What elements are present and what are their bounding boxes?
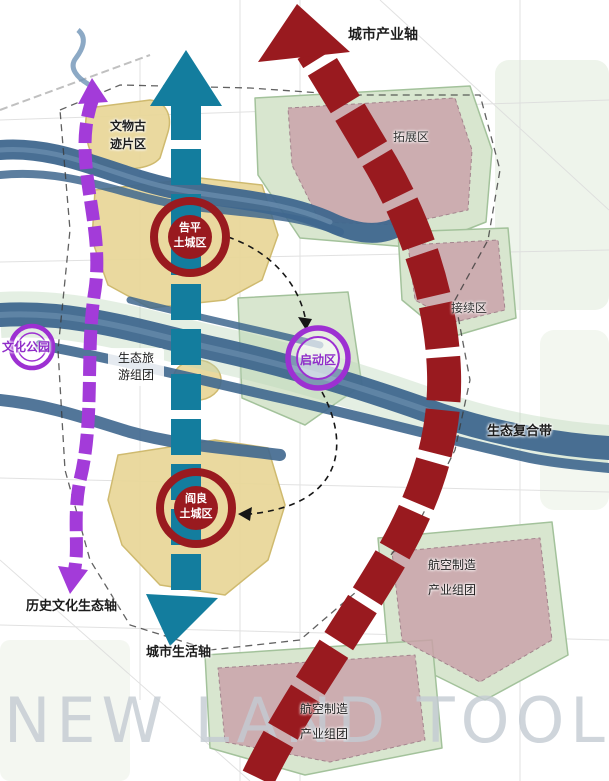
- north-town-node: [150, 197, 230, 277]
- culture-park-label: 文化公园: [2, 340, 51, 354]
- flow-arrows: [227, 236, 338, 515]
- flow-arrowhead-startup: [298, 317, 312, 330]
- heritage-axis-arrowhead-bottom: [58, 566, 88, 594]
- aviation-right-label-line1: 航空制造: [427, 558, 476, 572]
- yellow-zone-relics: [84, 99, 171, 170]
- railway-line: [0, 54, 151, 111]
- relics-area-label-line1: 文物古: [109, 119, 146, 133]
- startup-zone-label: 启动区: [299, 353, 336, 367]
- south-town-label: 阎良 土城区: [164, 492, 228, 522]
- industry-axis-arrowhead: [258, 4, 350, 62]
- heritage-axis-arrowhead-top: [78, 78, 108, 104]
- north-town-label-line1: 告平: [179, 222, 201, 234]
- south-town-node: [156, 468, 236, 548]
- life-axis-label: 城市生活轴: [146, 644, 212, 659]
- life-axis-arrowhead-top: [150, 50, 222, 106]
- north-town-label-line2: 土城区: [173, 237, 207, 249]
- eco-tourism-label-line2: 游组团: [117, 368, 154, 382]
- relics-area-label: 文物古 迹片区: [100, 117, 156, 153]
- aviation-bottom-label-line1: 航空制造: [299, 702, 348, 716]
- north-town-label: 告平 土城区: [158, 221, 222, 251]
- industry-axis-label: 城市产业轴: [348, 26, 418, 42]
- pink-zones: [217, 97, 553, 763]
- aviation-bottom-label: 航空制造 产业组团: [292, 697, 356, 747]
- eco-tourism-label-line1: 生态旅: [117, 351, 154, 365]
- heritage-axis-arrow: [58, 78, 108, 594]
- culture-park-circle: [8, 323, 56, 371]
- aviation-bottom-label-line2: 产业组团: [299, 727, 348, 741]
- expansion-zone-label: 拓展区: [393, 130, 430, 144]
- pink-zone-aviation-right: [391, 537, 553, 683]
- south-town-label-line1: 阎良: [185, 493, 207, 505]
- south-town-label-line2: 土城区: [179, 508, 213, 520]
- life-axis-arrowhead-bottom: [146, 594, 218, 646]
- aviation-right-label: 航空制造 产业组团: [420, 553, 484, 603]
- flow-arrowhead-south-town: [238, 507, 252, 521]
- continuation-zone-label: 接续区: [451, 301, 488, 315]
- aviation-right-label-line2: 产业组团: [427, 583, 476, 597]
- eco-belt-label: 生态复合带: [487, 423, 553, 438]
- relics-area-label-line2: 迹片区: [109, 137, 146, 151]
- startup-zone-circle: [285, 325, 351, 391]
- heritage-axis-label: 历史文化生态轴: [26, 598, 118, 613]
- eco-tourism-label: 生态旅 游组团: [108, 348, 164, 386]
- industry-axis-arrow: [242, 4, 462, 781]
